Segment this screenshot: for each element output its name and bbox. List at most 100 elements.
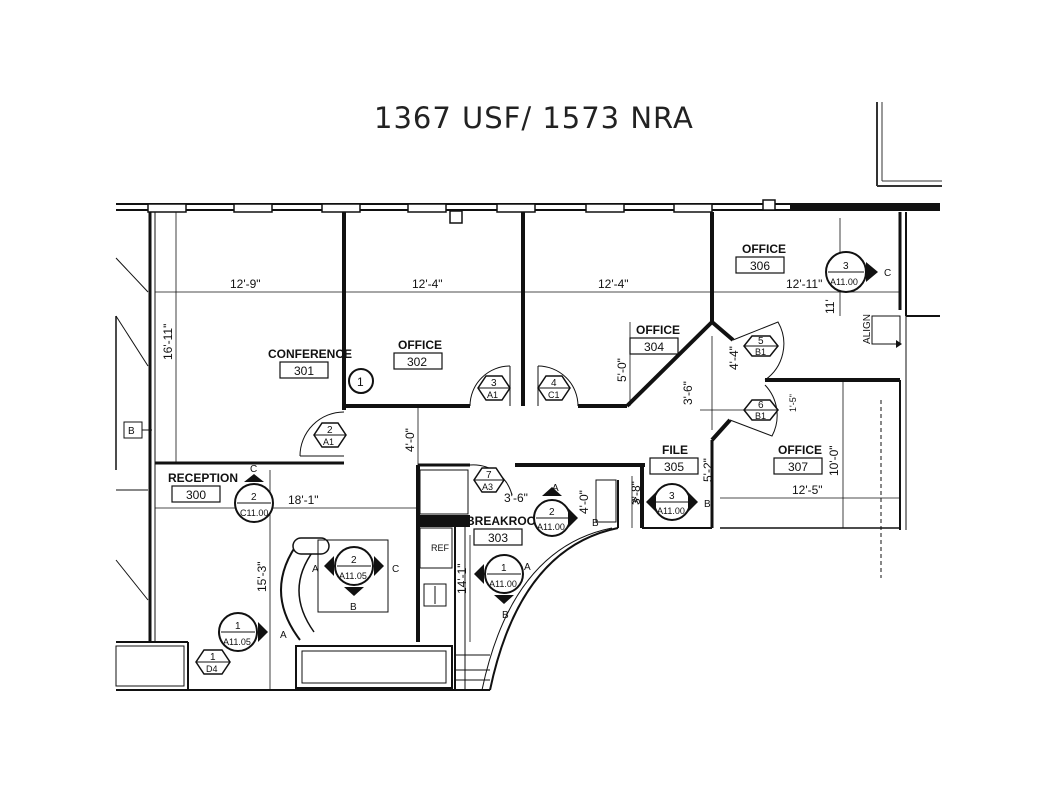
room-number: 301 — [294, 364, 314, 378]
svg-text:3: 3 — [669, 491, 675, 502]
svg-text:6: 6 — [758, 400, 764, 411]
room-number: 305 — [664, 460, 684, 474]
svg-text:1: 1 — [501, 563, 507, 574]
svg-text:1: 1 — [210, 652, 216, 663]
tag-2-c1100: 2 C11.00 — [234, 474, 274, 523]
letter: A — [524, 562, 531, 573]
tag-4-c1: 4 C1 — [537, 375, 571, 401]
dimension-labels: 12'-9" 12'-4" 12'-4" 12'-11" 16'-11" 5'-… — [161, 277, 841, 594]
letter: B — [502, 610, 509, 621]
exterior-wall-top — [116, 199, 940, 224]
dim-label: 12'-4" — [412, 277, 443, 291]
tag-2-a1105: 2 A11.05 — [324, 546, 384, 596]
room-name: FILE — [662, 443, 688, 457]
dim-label: 3'-6" — [504, 491, 528, 505]
svg-text:A3: A3 — [482, 482, 493, 492]
room-name: CONFERENCE — [268, 347, 352, 361]
dim-label: 12'-5" — [792, 483, 823, 497]
interior-walls — [155, 212, 940, 691]
letter: A — [632, 496, 639, 507]
svg-text:C11.00: C11.00 — [240, 508, 268, 518]
dim-label: 12'-9" — [230, 277, 261, 291]
align-marker: ALIGN — [862, 314, 902, 348]
tag-1-d4: 1 D4 — [195, 649, 231, 675]
b-tag-label: B — [128, 426, 135, 437]
svg-text:A1: A1 — [487, 390, 498, 400]
grid-marker: 1 — [348, 368, 374, 394]
grid-marker-label: 1 — [357, 375, 364, 389]
letter: A — [280, 630, 287, 641]
svg-text:A11.00: A11.00 — [537, 522, 565, 532]
svg-text:A11.05: A11.05 — [339, 571, 367, 581]
letter: B — [350, 602, 357, 613]
room-name: OFFICE — [636, 323, 680, 337]
svg-text:2: 2 — [251, 492, 257, 503]
svg-text:A11.00: A11.00 — [830, 277, 858, 287]
room-number: 303 — [488, 531, 508, 545]
room-file: FILE 305 — [649, 443, 699, 475]
room-name: BREAKROOM — [466, 514, 546, 528]
svg-text:B1: B1 — [755, 347, 766, 357]
dim-label: 4'-0" — [577, 490, 591, 514]
svg-text:2: 2 — [351, 555, 357, 566]
svg-text:4: 4 — [551, 378, 557, 389]
svg-text:3: 3 — [843, 261, 849, 272]
tag-5-b1: 5 B1 — [743, 335, 779, 357]
room-office-302: OFFICE 302 — [393, 338, 443, 370]
letter: A — [552, 483, 559, 494]
dim-label: 12'-4" — [598, 277, 629, 291]
dim-label: 5'-0" — [615, 358, 629, 382]
dim-label: 10'-0" — [827, 445, 841, 476]
plan-title: 1367 USF/ 1573 NRA — [374, 101, 694, 135]
tag-3-a1100-top: 3 A11.00 — [825, 251, 878, 293]
ref-label: REF — [431, 543, 450, 553]
letter: B — [592, 518, 599, 529]
dim-label: 1'-5" — [788, 394, 798, 412]
tag-7-a3: 7 A3 — [473, 467, 505, 493]
tag-2-a1100-breakroom: 2 A11.00 — [533, 487, 578, 537]
svg-text:3: 3 — [491, 378, 497, 389]
svg-text:B1: B1 — [755, 411, 766, 421]
room-number: 304 — [644, 340, 664, 354]
room-number: 307 — [788, 460, 808, 474]
svg-text:1: 1 — [235, 621, 241, 632]
dim-label: 4'-4" — [727, 346, 741, 370]
doors — [299, 321, 785, 496]
room-number: 306 — [750, 259, 770, 273]
room-number: 300 — [186, 488, 206, 502]
room-office-307: OFFICE 307 — [773, 443, 823, 475]
dim-label: 14'-1" — [455, 563, 469, 594]
room-office-304: OFFICE 304 — [629, 323, 680, 355]
dim-label: 3'-6" — [681, 381, 695, 405]
svg-text:2: 2 — [327, 425, 333, 436]
svg-text:D4: D4 — [206, 664, 218, 674]
align-label: ALIGN — [862, 314, 873, 344]
dim-label: 4'-0" — [403, 428, 417, 452]
room-name: RECEPTION — [168, 471, 238, 485]
room-name: OFFICE — [742, 242, 786, 256]
dim-label: 11' — [823, 299, 837, 314]
letter: B — [704, 499, 711, 510]
letter: A — [312, 564, 319, 575]
dim-label: 3'-8" — [629, 481, 643, 505]
dim-label: 15'-3" — [255, 561, 269, 592]
fixtures: B REF — [123, 315, 901, 641]
room-reception: RECEPTION 300 — [168, 471, 238, 503]
dim-label: 12'-11" — [786, 277, 822, 291]
tag-3-a1: 3 A1 — [477, 375, 511, 401]
dim-label: 18'-1" — [288, 493, 319, 507]
room-number: 302 — [407, 355, 427, 369]
dim-label: 5'-2" — [701, 458, 715, 482]
tag-3-a1100-file: 3 A11.00 — [646, 483, 698, 521]
svg-text:7: 7 — [486, 470, 492, 481]
svg-text:A11.00: A11.00 — [657, 506, 685, 516]
svg-text:A1: A1 — [323, 437, 334, 447]
dim-label: 16'-11" — [161, 324, 175, 360]
svg-text:A11.05: A11.05 — [223, 637, 251, 647]
exterior-wall-left — [115, 212, 490, 691]
svg-text:2: 2 — [549, 507, 555, 518]
svg-text:A11.00: A11.00 — [489, 579, 517, 589]
svg-text:5: 5 — [758, 336, 764, 347]
tag-1-a1100: 1 A11.00 — [474, 554, 524, 604]
